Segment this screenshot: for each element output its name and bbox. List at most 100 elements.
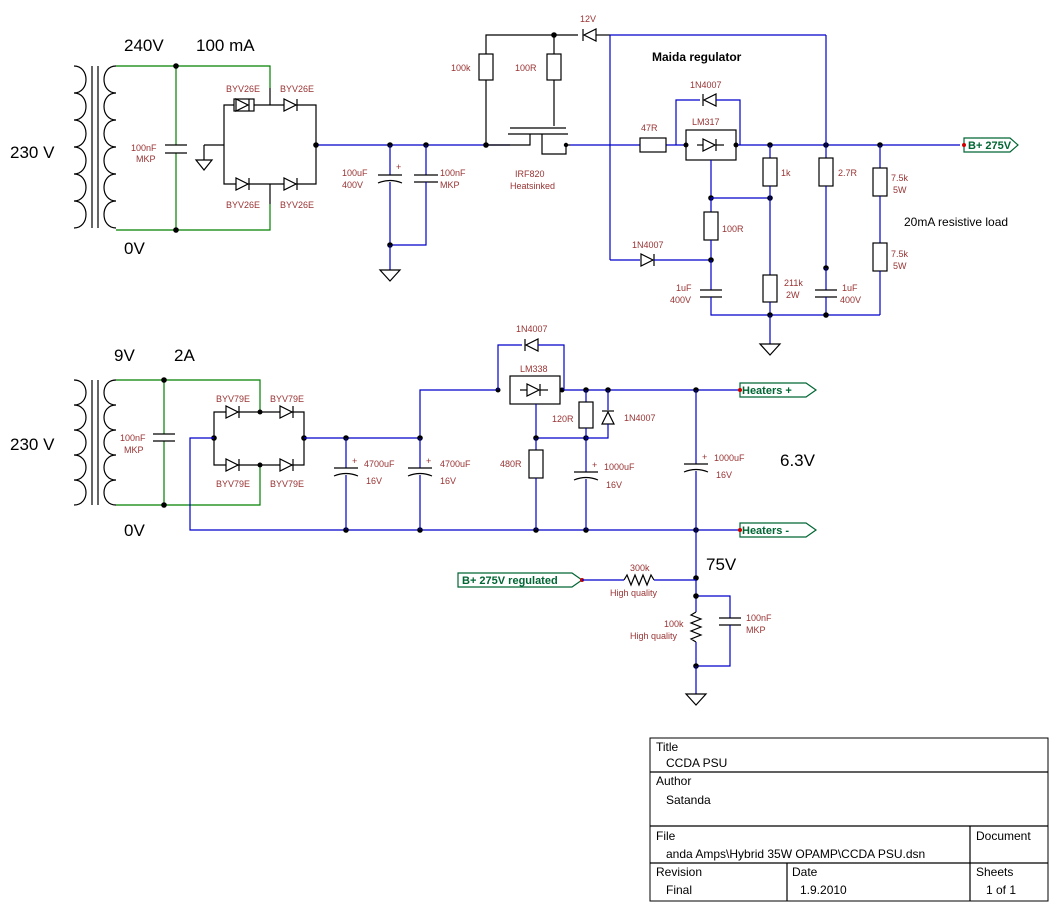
hv-r-75k-b-w: 5W [893, 261, 907, 271]
hv-r-1k [762, 145, 778, 275]
hv-r-100r-adj [703, 198, 719, 260]
hv-load-note: 20mA resistive load [904, 215, 1008, 229]
hv-gate-resistor [478, 34, 554, 145]
hv-mosfet-name: IRF820 [515, 169, 545, 179]
svg-text:+: + [592, 460, 597, 470]
svg-text:+: + [352, 456, 357, 466]
lv-c2-value: 4700uF [440, 459, 471, 469]
lv-r-120r-label: 120R [552, 414, 574, 424]
lv-c-out-volt: 16V [716, 470, 732, 480]
lv-transformer [73, 379, 117, 506]
lv-d-out-label: 1N4007 [624, 413, 656, 423]
hv-c-film-value: 100nF [440, 168, 466, 178]
lv-secondary-voltage: 9V [114, 346, 135, 365]
hv-diode-br-label: BYV26E [280, 200, 314, 210]
bias-r-top [582, 573, 696, 587]
lv-c1-value: 4700uF [364, 459, 395, 469]
date-value: 1.9.2010 [800, 883, 847, 897]
hv-c-adj-value: 1uF [676, 283, 692, 293]
lv-input-capacitor [153, 433, 175, 442]
hv-protect-diode-top [675, 93, 741, 145]
title-label: Title [656, 740, 679, 754]
file-label: File [656, 829, 676, 843]
file-value: anda Amps\Hybrid 35W OPAMP\CCDA PSU.dsn [666, 847, 925, 861]
hv-diode-bl-label: BYV26E [226, 200, 260, 210]
hv-r-2k7 [818, 145, 834, 268]
hv-transformer [73, 65, 117, 229]
revision-value: Final [666, 883, 692, 897]
hv-r-211k [762, 274, 778, 315]
hv-secondary-wiring [116, 65, 271, 231]
lv-lm338-label: LM338 [520, 364, 548, 374]
hv-secondary-voltage: 240V [124, 36, 164, 55]
author-value: Satanda [666, 793, 711, 807]
lv-port-heaters-plus: Heaters + [738, 382, 818, 398]
hv-mains-label: 230 V [10, 143, 55, 162]
hv-zener-label: 12V [580, 14, 596, 24]
hv-mosfet-note: Heatsinked [510, 181, 555, 191]
lv-diode-tl-label: BYV79E [216, 394, 250, 404]
lv-output-voltage: 6.3V [780, 451, 816, 470]
hv-reservoir-ground-icon [378, 245, 402, 282]
lv-secondary-current: 2A [174, 346, 195, 365]
sheets-label: Sheets [976, 865, 1013, 879]
hv-diode-tl-label: BYV26E [226, 84, 260, 94]
hv-r-75k-b-label: 7.5k [891, 249, 909, 259]
hv-r-adj-in [639, 137, 667, 153]
hv-secondary-current: 100 mA [196, 36, 255, 55]
hv-c-out-volt: 400V [840, 295, 861, 305]
lv-rails [189, 389, 740, 531]
lv-cap-in-type: MKP [124, 445, 144, 455]
author-label: Author [656, 774, 691, 788]
hv-cap-in-type: MKP [136, 154, 156, 164]
hv-load-resistors [872, 145, 888, 315]
hv-r-75k-a-label: 7.5k [891, 173, 909, 183]
bias-r-top-value: 300k [630, 563, 650, 573]
hv-r-1k-label: 1k [781, 168, 791, 178]
hv-r-211k-label: 211k [784, 278, 803, 288]
lv-r-480r [528, 438, 544, 530]
lv-port-plus-label: Heaters + [742, 385, 792, 397]
lv-r-120r [578, 390, 594, 438]
hv-input-capacitor [165, 144, 187, 154]
lv-c-out-value: 1000uF [714, 453, 745, 463]
hv-bridge-ground-icon [194, 145, 214, 171]
document-label: Document [976, 829, 1031, 843]
bias-r-bot-value: 100k [664, 619, 684, 629]
bias-capacitor [696, 595, 741, 667]
lv-diode-tr-label: BYV79E [270, 394, 304, 404]
hv-output-port-label: B+ 275V [968, 140, 1012, 152]
lv-cap-4700-a: + [333, 438, 359, 530]
hv-r-75k-a-w: 5W [893, 185, 907, 195]
bias-r-bot [689, 580, 703, 666]
lv-output-diode [586, 390, 615, 439]
hv-diode-tr [283, 98, 298, 112]
lv-bridge-rectifier [213, 411, 305, 466]
sheets-value: 1 of 1 [986, 883, 1016, 897]
lv-c-adj-value: 1000uF [604, 462, 635, 472]
title-block [649, 737, 1049, 902]
hv-lm317-label: LM317 [692, 117, 720, 127]
hv-reservoir-capacitor: + [377, 145, 403, 245]
hv-regulator-title: Maida regulator [652, 50, 742, 64]
revision-label: Revision [656, 865, 702, 879]
hv-r-2k7-label: 2.7R [838, 168, 858, 178]
title-value: CCDA PSU [666, 756, 727, 770]
svg-text:+: + [396, 162, 401, 172]
lv-lm338 [509, 375, 561, 405]
lv-c2-volt: 16V [440, 476, 456, 486]
hv-zero-label: 0V [124, 239, 145, 258]
bias-r-bot-note: High quality [630, 631, 678, 641]
lv-diode-br [279, 458, 294, 472]
lv-diode-br-label: BYV79E [270, 479, 304, 489]
bias-cap-value: 100nF [746, 613, 772, 623]
hv-r-drain-label: 100R [515, 63, 537, 73]
lv-port-heaters-minus: Heaters - [738, 522, 818, 538]
hv-lm317 [685, 129, 737, 161]
hv-diode-bl [235, 177, 250, 191]
bias-cap-type: MKP [746, 625, 766, 635]
hv-c-out [815, 268, 837, 315]
lv-c1-volt: 16V [366, 476, 382, 486]
hv-c-res-volt: 400V [342, 180, 363, 190]
svg-text:+: + [426, 456, 431, 466]
